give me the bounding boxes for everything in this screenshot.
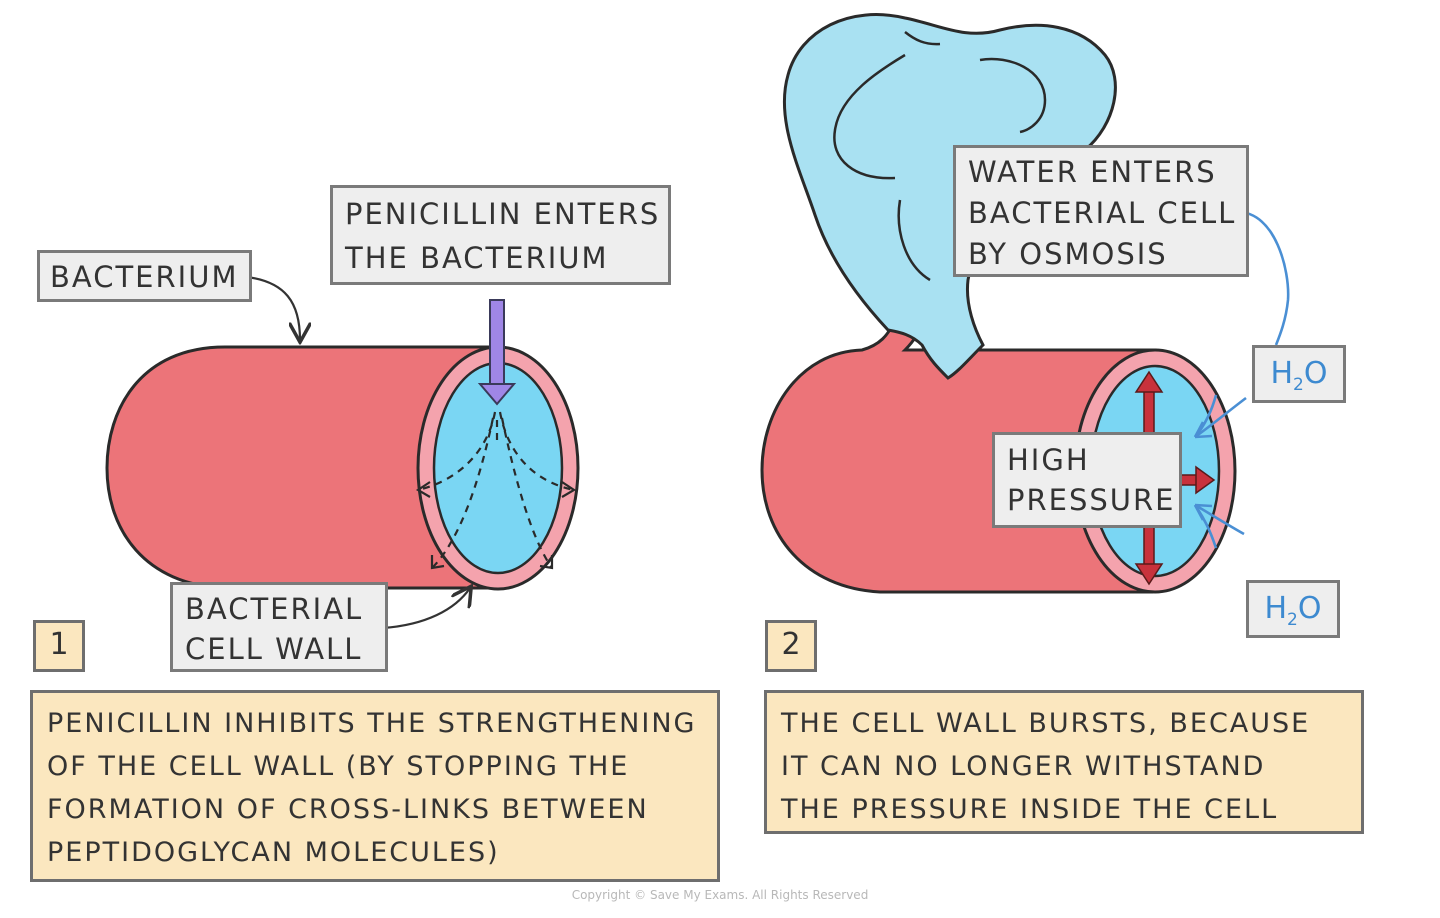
label-bacterium: BACTERIUM xyxy=(37,250,252,302)
cell-wall-weakening-lines xyxy=(417,411,575,569)
caption-2-line-1: THE CELL WALL BURSTS, BECAUSE xyxy=(781,708,1311,739)
label-h2o-bottom: H2O xyxy=(1246,580,1340,638)
burst-water xyxy=(782,13,1117,380)
caption-2-line-2: IT CAN NO LONGER WITHSTAND xyxy=(781,751,1266,782)
caption-1-line-3: FORMATION OF CROSS-LINKS BETWEEN xyxy=(47,794,649,825)
water-swirls xyxy=(833,31,1047,282)
bacterium-1-body xyxy=(105,345,500,590)
label-water-enters: WATER ENTERS BACTERIAL CELL BY OSMOSIS xyxy=(953,145,1249,277)
label-bacterial-cell-wall: BACTERIAL CELL WALL xyxy=(170,582,388,672)
label-bacterium-text: BACTERIUM xyxy=(50,260,239,294)
water-inflow-arrows xyxy=(1193,210,1290,549)
cell-wall-pointer xyxy=(382,588,470,630)
penicillin-arrow xyxy=(477,299,517,406)
osmosis-pointer xyxy=(1237,210,1290,346)
h2o-bottom-sub: 2 xyxy=(1287,610,1298,630)
label-water-line-3: BY OSMOSIS xyxy=(968,237,1168,271)
h2o-bottom-o: O xyxy=(1297,591,1322,626)
caption-1: PENICILLIN INHIBITS THE STRENGTHENING OF… xyxy=(30,690,720,882)
label-water-line-1: WATER ENTERS xyxy=(968,155,1217,189)
h2o-top-h: H xyxy=(1270,356,1294,391)
caption-2-line-3: THE PRESSURE INSIDE THE CELL xyxy=(781,794,1279,825)
h2o-top-sub: 2 xyxy=(1293,375,1304,395)
label-high-pressure-line-2: PRESSURE xyxy=(1007,483,1176,517)
label-high-pressure-line-1: HIGH xyxy=(1007,443,1090,477)
label-cell-wall-line-1: BACTERIAL xyxy=(185,592,364,626)
h2o-top-o: O xyxy=(1303,356,1328,391)
caption-1-line-4: PEPTIDOGLYCAN MOLECULES) xyxy=(47,837,500,868)
bacterium-1 xyxy=(105,273,580,632)
copyright-notice: Copyright © Save My Exams. All Rights Re… xyxy=(571,888,869,902)
label-high-pressure: HIGH PRESSURE xyxy=(992,432,1182,528)
caption-2: THE CELL WALL BURSTS, BECAUSE IT CAN NO … xyxy=(764,690,1364,834)
arrowheads-to-wall xyxy=(415,481,577,570)
label-penicillin-enters: PENICILLIN ENTERS THE BACTERIUM xyxy=(330,185,671,285)
label-penicillin-line-2: THE BACTERIUM xyxy=(345,241,609,275)
label-penicillin-line-1: PENICILLIN ENTERS xyxy=(345,197,661,231)
caption-1-line-2: OF THE CELL WALL (BY STOPPING THE xyxy=(47,751,630,782)
label-cell-wall-line-2: CELL WALL xyxy=(185,632,363,666)
h2o-bottom-h: H xyxy=(1264,591,1288,626)
label-h2o-top: H2O xyxy=(1252,345,1346,403)
label-water-line-2: BACTERIAL CELL xyxy=(968,196,1237,230)
panel-1-number: 1 xyxy=(33,620,85,672)
bacterium-pointer xyxy=(246,275,300,340)
caption-1-line-1: PENICILLIN INHIBITS THE STRENGTHENING xyxy=(47,708,697,739)
panel-2-number: 2 xyxy=(765,620,817,672)
